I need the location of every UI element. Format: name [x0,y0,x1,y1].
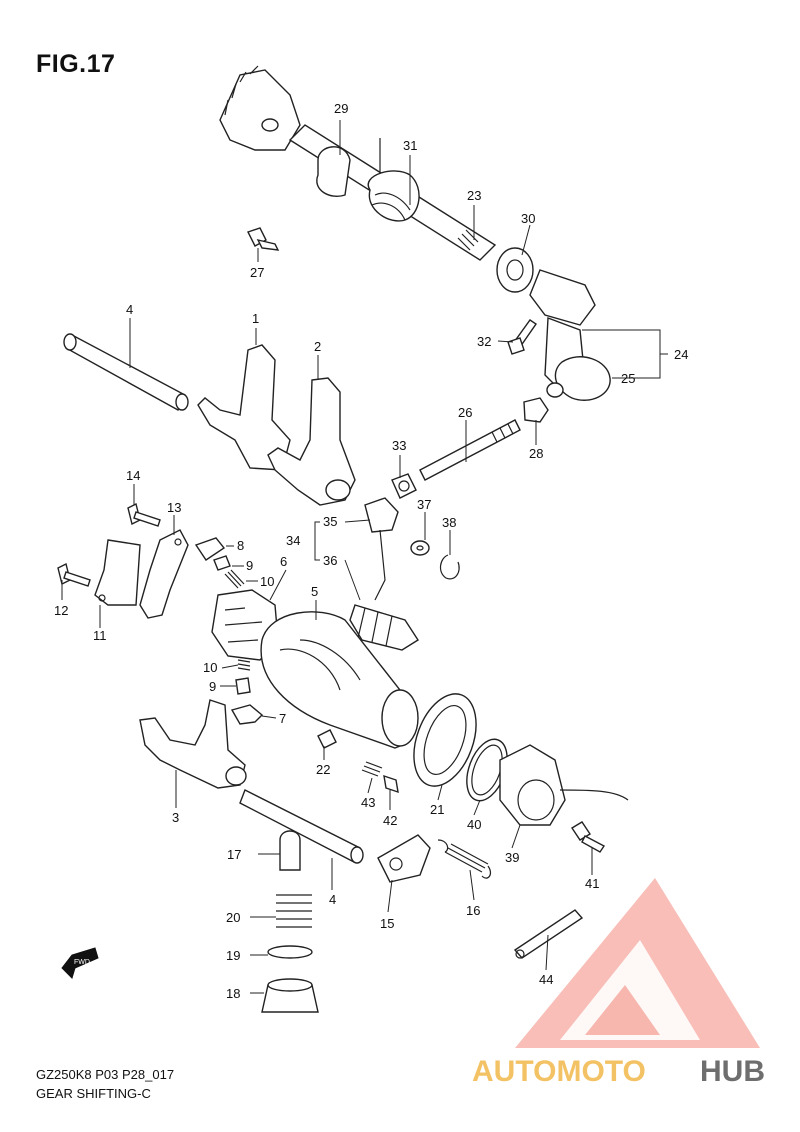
spring-43 [361,761,383,777]
bolt-27 [247,227,280,251]
callout-10-upper: 10 [260,574,274,589]
plug-17 [279,830,301,871]
watermark-triangle-inner [560,940,700,1040]
pin-42 [383,774,399,794]
watermark-triangle-mid [585,985,660,1035]
callout-26: 26 [458,405,472,420]
watermark-hub: HUB [700,1055,765,1088]
fork-shaft-lower [239,789,364,864]
callout-12: 12 [54,603,68,618]
callout-6: 6 [280,554,287,569]
callout-39: 39 [505,850,519,865]
cam-stopper-15 [377,834,431,883]
forward-arrow-icon: FWD [61,947,99,979]
pin-22 [317,729,337,749]
callout-41: 41 [585,876,599,891]
model-code: GZ250K8 P03 P28_017 [36,1067,175,1082]
callout-4-lower: 4 [329,892,336,907]
shaft-26 [419,397,549,481]
spring-10-lower [237,659,251,671]
circlip-38 [439,554,460,580]
callout-3: 3 [172,810,179,825]
callout-5: 5 [311,584,318,599]
spacer-33 [391,473,417,499]
callout-14: 14 [126,468,140,483]
fork-shaft-upper [63,333,189,411]
screw-41 [571,821,606,853]
washer-37 [410,540,430,556]
figure-title: FIG.17 [36,50,116,78]
washer-19 [267,945,313,959]
callout-30: 30 [521,211,535,226]
spring-10-upper [224,569,245,589]
gear-position-switch-39 [499,744,629,826]
callout-21: 21 [430,802,444,817]
callout-25: 25 [621,371,635,386]
gear-shift-shaft [219,65,611,401]
callout-24: 24 [674,347,688,362]
callout-9-lower: 9 [209,679,216,694]
spring-16 [437,839,492,879]
callout-4-upper: 4 [126,302,133,317]
callout-2: 2 [314,339,321,354]
callout-43: 43 [361,795,375,810]
callout-22: 22 [316,762,330,777]
callout-17: 17 [227,847,241,862]
callout-42: 42 [383,813,397,828]
shift-fork-3 [139,699,247,789]
callout-23: 23 [467,188,481,203]
callout-44: 44 [539,972,553,987]
plate-11 [94,539,141,606]
callout-numbers: 29 31 23 30 27 4 1 2 32 24 25 26 28 33 3… [54,101,688,1001]
callout-32: 32 [477,334,491,349]
callout-40: 40 [467,817,481,832]
callout-1: 1 [252,311,259,326]
bolt-18 [261,978,319,1013]
callout-11: 11 [93,628,107,643]
callout-34: 34 [286,533,300,548]
shift-forks-1-2 [197,344,356,506]
watermark-logo [515,878,760,1048]
callout-28: 28 [529,446,543,461]
callout-29: 29 [334,101,348,116]
callout-37: 37 [417,497,431,512]
callout-9-upper: 9 [246,558,253,573]
screw-14 [127,502,161,527]
callout-38: 38 [442,515,456,530]
gearshift-lever [349,497,419,651]
spring-20 [276,894,312,928]
callout-19: 19 [226,948,240,963]
callout-13: 13 [167,500,181,515]
leader-lines [61,120,668,994]
callout-10-lower: 10 [203,660,217,675]
callout-16: 16 [466,903,480,918]
section-name: GEAR SHIFTING-C [36,1086,151,1101]
callout-35: 35 [323,514,337,529]
callout-36: 36 [323,553,337,568]
gear-shift-cam-5 [260,611,419,749]
callout-33: 33 [392,438,406,453]
bolt-32 [507,319,537,355]
fwd-label: FWD [74,959,90,966]
plate-13 [139,529,189,619]
callout-31: 31 [403,138,417,153]
stopper-7-lower [230,704,264,725]
callout-8: 8 [237,538,244,553]
pin-9-lower [235,677,251,695]
callout-20: 20 [226,910,240,925]
pawl-8-upper [194,537,226,561]
callout-27: 27 [250,265,264,280]
callout-18: 18 [226,986,240,1001]
gasket-21 [413,693,477,787]
screw-12 [57,562,91,587]
bracket-44 [513,909,584,959]
watermark-text: AUTOMOTO HUB [472,1055,765,1088]
watermark-automoto: AUTOMOTO [472,1055,646,1088]
callout-15: 15 [380,916,394,931]
callout-7-lower: 7 [279,711,286,726]
pin-9-upper [213,555,231,571]
